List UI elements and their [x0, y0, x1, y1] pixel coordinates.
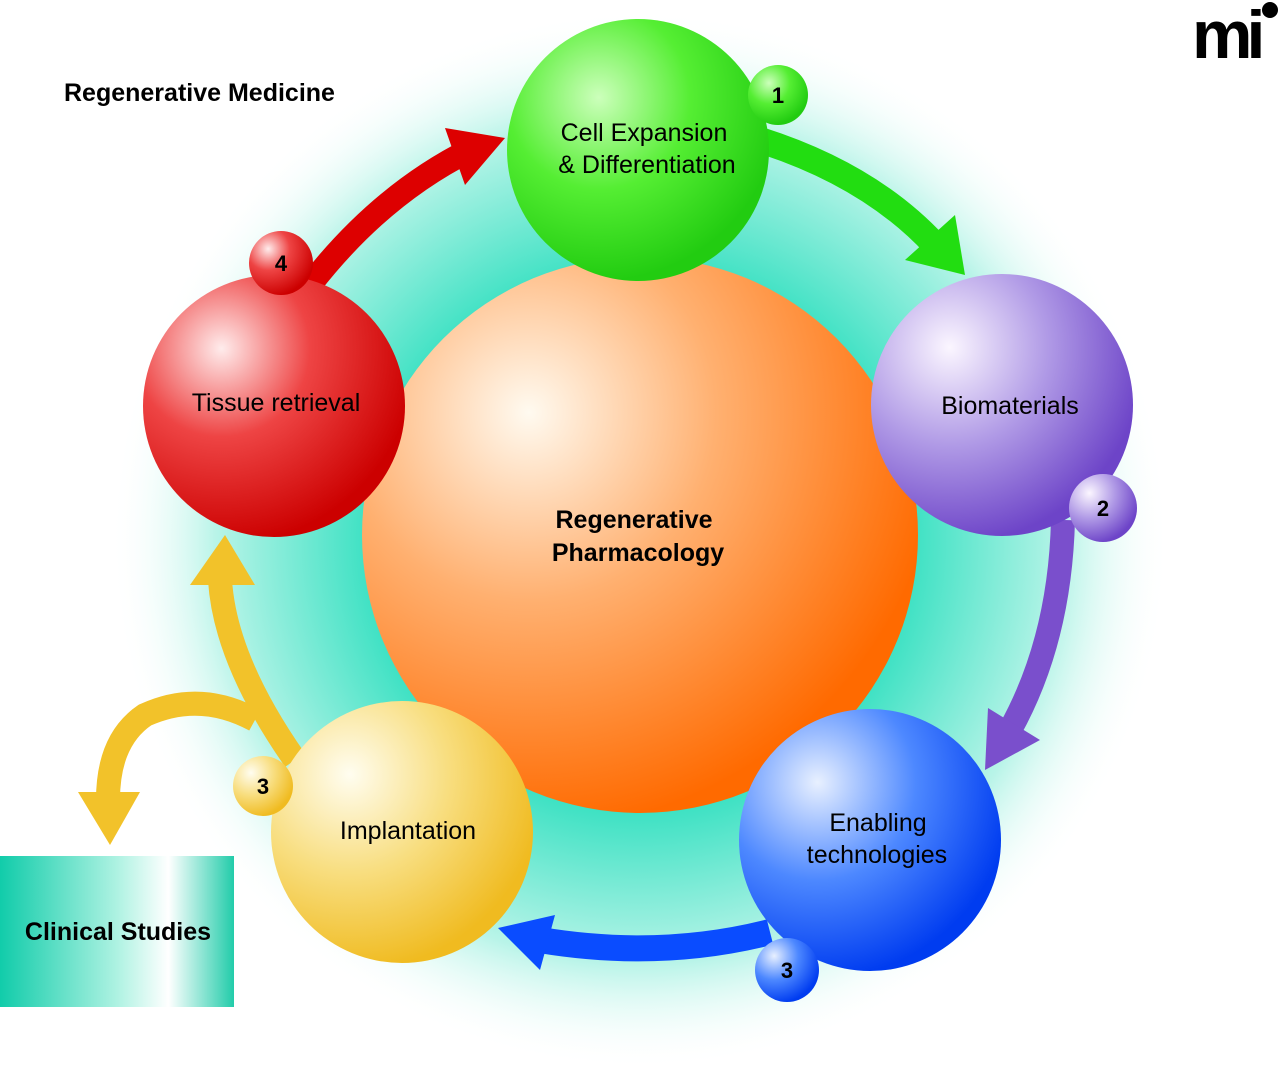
node-enabling-technologies: Enabling technologies	[739, 709, 1001, 971]
badge-2: 2	[1069, 474, 1137, 542]
arrow-yellow-up	[190, 535, 305, 767]
svg-text:Regenerative: Regenerative	[555, 506, 712, 534]
svg-text:mi: mi	[1192, 0, 1261, 73]
svg-text:Enabling: Enabling	[829, 809, 926, 837]
svg-text:Implantation: Implantation	[340, 817, 476, 845]
badge-4: 4	[249, 231, 313, 295]
svg-text:3: 3	[781, 958, 793, 983]
node-cell-expansion: Cell Expansion & Differentiation	[507, 19, 769, 281]
mi-logo: mi	[1192, 0, 1278, 73]
arrow-blue	[498, 915, 774, 970]
svg-text:1: 1	[772, 83, 784, 108]
svg-text:3: 3	[257, 774, 269, 799]
arrow-red	[300, 128, 505, 293]
svg-text:4: 4	[275, 251, 288, 276]
arrow-yellow-clinical	[78, 691, 261, 845]
svg-text:technologies: technologies	[807, 841, 947, 869]
svg-text:Tissue retrieval: Tissue retrieval	[192, 389, 361, 417]
svg-text:Pharmacology: Pharmacology	[552, 539, 724, 567]
arrow-purple	[985, 519, 1075, 770]
center-regenerative-pharmacology: Regenerative Pharmacology	[362, 257, 918, 813]
diagram-title: Regenerative Medicine	[64, 79, 335, 107]
svg-text:Clinical Studies: Clinical Studies	[25, 918, 211, 946]
svg-text:Biomaterials: Biomaterials	[941, 392, 1079, 420]
node-implantation: Implantation	[271, 701, 533, 963]
node-tissue-retrieval: Tissue retrieval	[143, 275, 405, 537]
clinical-studies-box: Clinical Studies	[0, 856, 234, 1007]
badge-3-blue: 3	[755, 938, 819, 1002]
badge-1: 1	[748, 65, 808, 125]
svg-text:2: 2	[1097, 496, 1109, 521]
node-biomaterials: Biomaterials	[871, 274, 1133, 536]
svg-text:& Differentiation: & Differentiation	[558, 151, 735, 179]
arrow-green	[756, 127, 965, 275]
svg-text:Cell Expansion: Cell Expansion	[561, 119, 728, 147]
badge-3-yellow: 3	[233, 756, 293, 816]
